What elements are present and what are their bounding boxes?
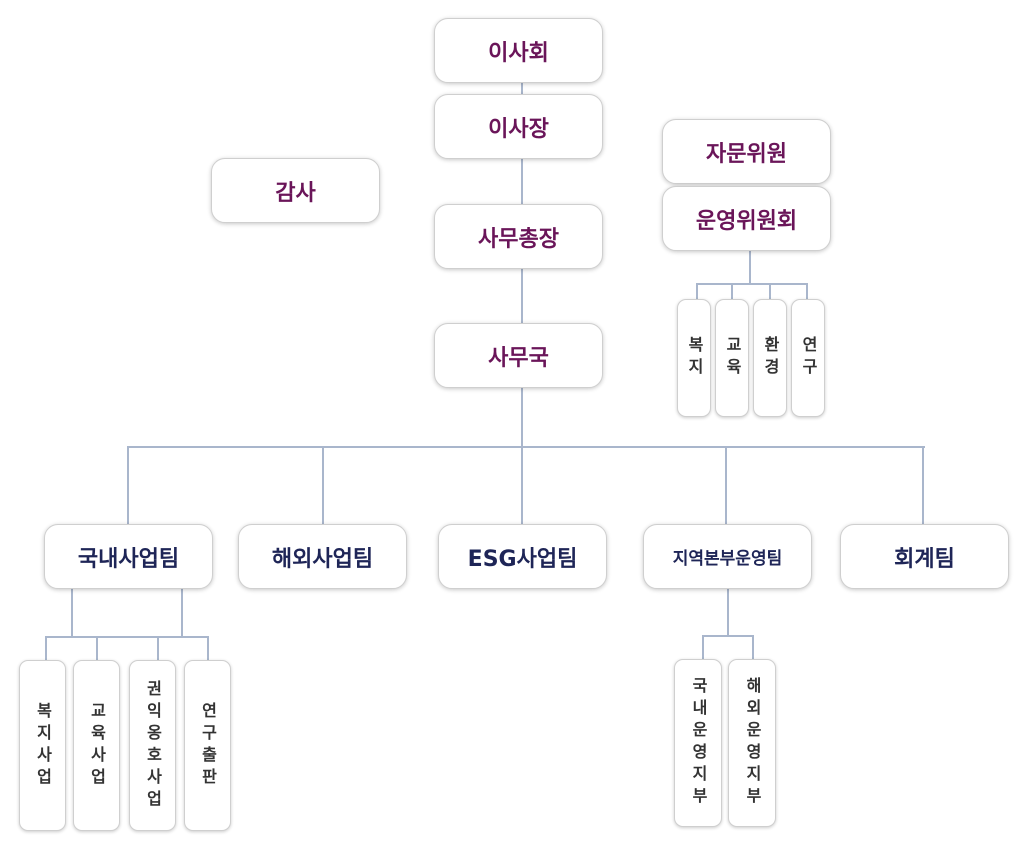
connector (769, 283, 771, 300)
connector (45, 636, 47, 661)
chairman-label: 이사장 (488, 116, 549, 142)
unit-label: 교육사업 (87, 701, 107, 790)
unit-label: 국내운영지부 (689, 677, 708, 809)
connector (127, 446, 925, 448)
team-overseas: 해외사업팀 (238, 524, 407, 589)
subcommittee-research: 연구 (791, 299, 825, 417)
team-label: 국내사업팀 (77, 546, 180, 572)
connector (696, 283, 698, 300)
team-esg: ESG사업팀 (438, 524, 607, 589)
advisory-committee-label: 자문위원 (706, 141, 787, 167)
connector (521, 82, 523, 94)
auditor-box: 감사 (211, 158, 380, 223)
secretary-general-label: 사무총장 (478, 226, 559, 252)
connector (207, 636, 209, 661)
board-of-directors-label: 이사회 (488, 40, 549, 66)
board-of-directors-box: 이사회 (434, 18, 603, 83)
connector (702, 635, 754, 637)
connector (727, 589, 729, 635)
steering-committee-label: 운영위원회 (695, 208, 798, 234)
unit-domestic-branch: 국내운영지부 (674, 659, 722, 827)
team-label: ESG사업팀 (467, 546, 578, 572)
connector (181, 589, 183, 636)
secretariat-label: 사무국 (488, 345, 549, 371)
auditor-label: 감사 (275, 180, 316, 206)
connector (157, 636, 159, 661)
unit-label: 연구출판 (198, 701, 218, 790)
connector (521, 387, 523, 525)
advisory-committee-box: 자문위원 (662, 119, 831, 184)
connector (96, 636, 98, 661)
team-label: 지역본부운영팀 (672, 549, 783, 569)
connector (731, 283, 733, 300)
steering-committee-box: 운영위원회 (662, 186, 831, 251)
unit-overseas-branch: 해외운영지부 (728, 659, 776, 827)
subcommittee-label: 연구 (799, 336, 818, 380)
secretary-general-box: 사무총장 (434, 204, 603, 269)
subcommittee-welfare: 복지 (677, 299, 711, 417)
connector (521, 158, 523, 204)
subcommittee-education: 교육 (715, 299, 749, 417)
unit-label: 복지사업 (33, 701, 53, 790)
connector (127, 446, 129, 525)
connector (752, 635, 754, 660)
connector (71, 589, 73, 636)
connector (696, 283, 808, 285)
subcommittee-label: 환경 (761, 336, 780, 380)
subcommittee-label: 복지 (685, 336, 704, 380)
unit-label: 해외운영지부 (743, 677, 762, 809)
connector (725, 446, 727, 525)
connector (702, 635, 704, 660)
unit-education-project: 교육사업 (73, 660, 120, 831)
secretariat-box: 사무국 (434, 323, 603, 388)
unit-advocacy-project: 권익옹호사업 (129, 660, 176, 831)
team-regional: 지역본부운영팀 (643, 524, 812, 589)
team-domestic: 국내사업팀 (44, 524, 213, 589)
connector (806, 283, 808, 300)
team-label: 해외사업팀 (271, 546, 374, 572)
connector (45, 636, 209, 638)
connector (749, 250, 751, 283)
subcommittee-label: 교육 (723, 336, 742, 380)
connector (322, 446, 324, 525)
team-accounting: 회계팀 (840, 524, 1009, 589)
unit-welfare-project: 복지사업 (19, 660, 66, 831)
team-label: 회계팀 (894, 546, 955, 572)
subcommittee-environment: 환경 (753, 299, 787, 417)
chairman-box: 이사장 (434, 94, 603, 159)
connector (521, 268, 523, 324)
connector (922, 446, 924, 525)
unit-label: 권익옹호사업 (143, 679, 163, 812)
unit-research-publishing: 연구출판 (184, 660, 231, 831)
